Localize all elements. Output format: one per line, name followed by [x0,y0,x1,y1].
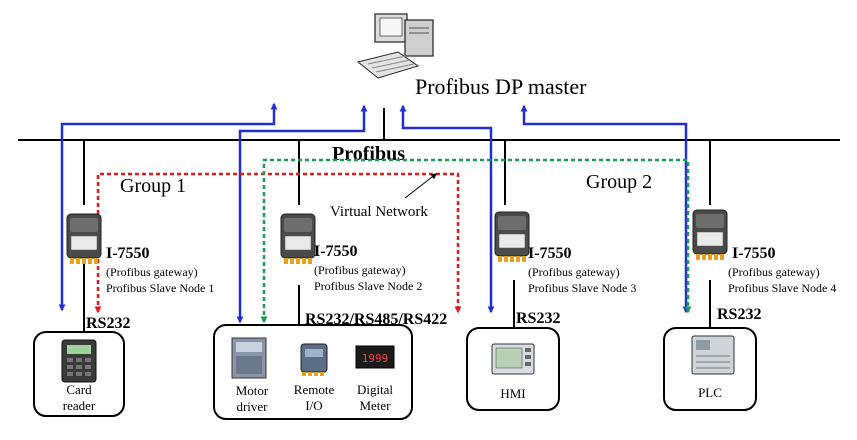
gateway-module-icon [494,211,530,263]
gateway-3-interface: RS232 [516,310,560,327]
gateway-module-icon [692,209,728,261]
gateway-4-node: Profibus Slave Node 4 [728,281,836,295]
green-virtual-path [260,158,692,324]
motor-driver-icon [231,337,267,379]
group-2-label: Group 2 [586,171,652,193]
remote-io-label-line2: I/O [305,398,322,413]
hmi-box [466,327,560,411]
gateway-1-node: Profibus Slave Node 1 [106,281,214,295]
gateway-4-desc: (Profibus gateway) [728,265,820,279]
profibus-bus-label: Profibus [332,143,405,165]
gateway-4-model: I-7550 [732,245,776,262]
card-reader-label-line1: Card [66,382,92,397]
master-label: Profibus DP master [415,74,587,99]
red-virtual-path [94,172,462,314]
motor-driver-label-line1: Motor [236,383,269,398]
remote-io-label-line1: Remote [294,382,335,397]
card-reader-label-line2: reader [63,398,96,413]
card-reader-box [33,331,125,417]
blue-path-node1 [58,102,278,312]
hmi-label: HMI [500,386,525,401]
group-1-label: Group 1 [120,175,186,197]
gateway-module-icon [66,213,102,265]
motor-driver-label-line2: driver [236,399,268,414]
gateway-2-node: Profibus Slave Node 2 [314,279,422,293]
hmi-panel-icon [491,343,535,375]
gateway-module-icon [280,213,316,265]
gateway-3-model: I-7550 [528,245,572,262]
gateway-1-interface: RS232 [86,315,130,332]
digital-meter-icon: 1999 [355,345,395,369]
virtual-network-label: Virtual Network [330,204,428,220]
card-reader-icon [61,339,97,383]
plc-label: PLC [698,385,722,400]
virtual-network-pointer [404,173,437,199]
gateway-2-desc: (Profibus gateway) [314,263,406,277]
gateway-1-desc: (Profibus gateway) [106,265,198,279]
gateway-3-node: Profibus Slave Node 3 [528,281,636,295]
gateway-2-model: I-7550 [314,243,358,260]
gateway-4-interface: RS232 [717,306,761,323]
blue-path-node4 [520,104,690,314]
blue-path-node3 [399,104,495,314]
plc-icon [691,335,735,375]
digital-meter-label-line1: Digital [357,382,393,397]
blue-path-node2 [236,104,368,324]
digital-meter-display: 1999 [362,352,389,365]
gateway-3-desc: (Profibus gateway) [528,265,620,279]
digital-meter-label-line2: Meter [359,398,391,413]
computer-icon [356,13,434,79]
remote-io-icon [300,343,328,376]
gateway-1-model: I-7550 [106,245,150,262]
gateway-2-interface: RS232/RS485/RS422 [305,311,447,328]
plc-box [663,327,757,411]
serial-devices-box [213,324,413,420]
